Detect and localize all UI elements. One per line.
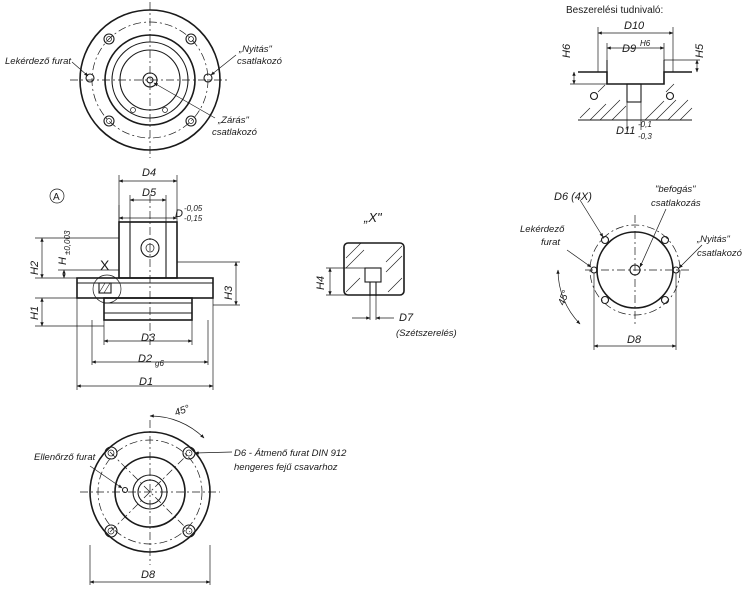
- bolt-hole: [103, 115, 115, 127]
- dim-angle-45-bottom: 45°: [173, 403, 191, 419]
- side-view: A D4 D5 D -0,05 -0,15 H2 H ±0,003 H1 H3 …: [29, 167, 240, 390]
- label-closing-top-1: „Zárás": [217, 115, 249, 126]
- bolt-hole: [103, 33, 115, 45]
- bolt-hole: [185, 115, 197, 127]
- view-a-marker: A: [53, 192, 60, 203]
- dim-h5: H5: [694, 43, 706, 58]
- bolt-hole: [182, 524, 196, 538]
- dim-d6-4x: D6 (4X): [554, 191, 592, 203]
- label-query-hole-right-2: furat: [541, 237, 560, 248]
- bolt-hole: [185, 33, 197, 45]
- detail-x-title: „X": [363, 210, 383, 225]
- dim-h4: H4: [315, 276, 327, 290]
- mounting-pattern: D6 (4X) "befogás" csatlakozás Lekérdező …: [520, 184, 743, 350]
- label-query-hole-right-1: Lekérdező: [520, 224, 565, 235]
- dim-d9: D9: [622, 43, 636, 55]
- dim-h3: H3: [223, 285, 235, 300]
- bolt-hole: [600, 235, 610, 245]
- label-opening-right-1: „Nyitás": [696, 234, 731, 245]
- label-opening-top-1: „Nyitás": [238, 44, 273, 55]
- dim-d7: D7: [399, 312, 414, 324]
- dim-d11-tol-upper: -0,1: [638, 120, 652, 129]
- dim-h-tol: ±0,003: [63, 230, 72, 255]
- label-d6-note-2: hengeres fejű csavarhoz: [234, 462, 338, 473]
- label-clamping-2: csatlakozás: [651, 198, 701, 209]
- bolt-hole: [660, 235, 670, 245]
- dim-d8-bottom: D8: [141, 569, 156, 581]
- dim-h2: H2: [29, 261, 41, 275]
- dim-d5: D5: [142, 187, 157, 199]
- label-ordering-note: Beszerelési tudnivaló:: [566, 5, 663, 16]
- bolt-hole: [600, 295, 610, 305]
- dim-h1: H1: [29, 306, 41, 320]
- dim-d10: D10: [624, 20, 645, 32]
- bolt-hole: [660, 295, 670, 305]
- dim-h6: H6: [561, 43, 573, 58]
- label-clamping-1: "befogás": [655, 184, 696, 195]
- dim-d-tol-upper: -0,05: [184, 204, 203, 213]
- label-query-hole-top: Lekérdező furat: [5, 56, 71, 67]
- detail-x: „X" H4 D7 (Szétszerelés): [315, 210, 457, 339]
- dim-d: D: [175, 208, 183, 220]
- dim-d2-tol: g6: [155, 359, 164, 368]
- dim-angle-45-right: 45°: [556, 289, 572, 307]
- dim-d1: D1: [139, 376, 153, 388]
- dim-d4: D4: [142, 167, 156, 179]
- dim-d2: D2: [138, 353, 152, 365]
- dim-d11: D11: [616, 125, 635, 137]
- dim-d3: D3: [141, 332, 156, 344]
- dim-h: H: [57, 257, 69, 265]
- detail-x-marker: X: [100, 257, 110, 273]
- dim-d8-right: D8: [627, 334, 642, 346]
- label-opening-right-2: csatlakozó: [697, 248, 743, 259]
- top-view: Lekérdező furat „Nyitás" csatlakozó „Zár…: [5, 2, 283, 158]
- label-check-hole: Ellenőrző furat: [34, 452, 96, 463]
- bolt-hole: [104, 446, 118, 460]
- mounting-section: Beszerelési tudnivaló: D10 D9 H6 H6 H5: [561, 5, 706, 141]
- dim-d11-tol-lower: -0,3: [638, 132, 652, 141]
- label-opening-top-2: csatlakozó: [237, 56, 283, 67]
- dim-d-tol-lower: -0,15: [184, 214, 203, 223]
- label-disassembly: (Szétszerelés): [396, 328, 457, 339]
- label-closing-top-2: csatlakozó: [212, 127, 258, 138]
- bolt-hole: [104, 524, 118, 538]
- bottom-view: 45° Ellenőrző furat D6 - Átmenő furat DI…: [34, 403, 347, 585]
- dim-d9-tol: H6: [640, 39, 651, 48]
- label-d6-note-1: D6 - Átmenő furat DIN 912: [234, 448, 347, 459]
